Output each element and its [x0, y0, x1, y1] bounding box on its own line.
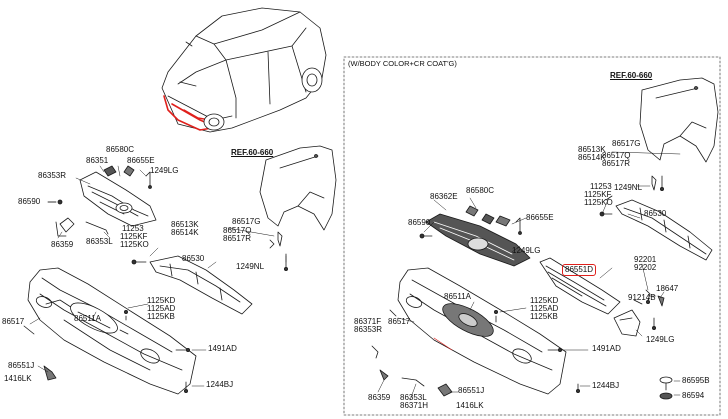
right-part-86594[interactable]: 86594: [682, 391, 705, 400]
right-part-86580C[interactable]: 86580C: [466, 186, 495, 195]
left-part-86517G[interactable]: 86517G: [232, 217, 261, 226]
right-radiator-grille-drawing: [419, 205, 531, 267]
left-part-1125KD[interactable]: 1125KD: [147, 296, 176, 305]
left-radiator-grille-drawing: [47, 165, 157, 237]
right-part-86517Q[interactable]: 86517Q: [602, 151, 631, 160]
right-part-11253[interactable]: 11253: [590, 182, 612, 191]
right-part-86517R[interactable]: 86517R: [602, 159, 631, 168]
right-part-86551D-highlighted[interactable]: 86551D: [562, 264, 597, 276]
left-part-1125KO[interactable]: 1125KO: [120, 240, 149, 249]
right-fender-drawing: [639, 77, 719, 163]
variant-box-title: (W/BODY COLOR+CR COAT'G): [348, 59, 457, 68]
right-part-91214B[interactable]: 91214B: [628, 293, 656, 302]
right-part-18647[interactable]: 18647: [656, 284, 679, 293]
left-part-1416LK[interactable]: 1416LK: [4, 374, 32, 383]
right-part-86655E[interactable]: 86655E: [526, 213, 554, 222]
right-ref-fender[interactable]: REF.60-660: [610, 71, 653, 80]
left-fender-drawing: [259, 145, 337, 231]
right-part-92201[interactable]: 92201: [634, 255, 657, 264]
right-part-86517G[interactable]: 86517G: [612, 139, 641, 148]
right-leader-lines: [377, 151, 681, 401]
left-part-1125KB[interactable]: 1125KB: [147, 312, 175, 321]
left-part-86511A[interactable]: 86511A: [74, 314, 101, 323]
left-front-bumper-drawing: [23, 267, 197, 395]
left-part-1249NL[interactable]: 1249NL: [236, 262, 265, 271]
right-part-1125KF[interactable]: 1125KF: [584, 190, 612, 199]
right-front-bumper-drawing: [371, 267, 581, 397]
car-overview-drawing: [161, 7, 327, 133]
right-part-1249LG[interactable]: 1249LG: [512, 246, 541, 255]
left-part-86590[interactable]: 86590: [18, 197, 41, 206]
right-part-86530[interactable]: 86530: [644, 209, 667, 218]
right-part-86590[interactable]: 86590: [408, 218, 431, 227]
right-part-1491AD[interactable]: 1491AD: [592, 344, 621, 353]
left-part-86514K[interactable]: 86514K: [171, 228, 199, 237]
right-part-1249LG-b[interactable]: 1249LG: [646, 335, 675, 344]
left-part-1491AD[interactable]: 1491AD: [208, 344, 237, 353]
right-part-1125KD[interactable]: 1125KD: [530, 296, 559, 305]
right-part-86353L[interactable]: 86353L: [400, 393, 427, 402]
left-part-86655E[interactable]: 86655E: [127, 156, 155, 165]
right-fasteners-drawing: [659, 376, 673, 400]
left-part-86530[interactable]: 86530: [182, 254, 205, 263]
right-part-1244BJ[interactable]: 1244BJ: [592, 381, 620, 390]
variant-box-frame: [343, 56, 721, 416]
left-part-86517Q[interactable]: 86517Q: [223, 226, 252, 235]
left-part-1244BJ[interactable]: 1244BJ: [206, 380, 234, 389]
right-part-86595B[interactable]: 86595B: [682, 376, 710, 385]
right-part-86371F[interactable]: 86371F: [354, 317, 382, 326]
right-part-86511A[interactable]: 86511A: [444, 292, 471, 301]
right-bumper-absorber-drawing: [599, 175, 713, 261]
left-part-86551J[interactable]: 86551J: [8, 361, 35, 370]
left-bumper-absorber-drawing: [131, 231, 288, 315]
right-fog-bracket-drawing: [613, 289, 665, 337]
left-part-1249LG[interactable]: 1249LG: [150, 166, 179, 175]
left-part-1125AD[interactable]: 1125AD: [147, 304, 176, 313]
right-part-86359[interactable]: 86359: [368, 393, 391, 402]
right-part-1125KB[interactable]: 1125KB: [530, 312, 558, 321]
left-part-86353L[interactable]: 86353L: [86, 237, 113, 246]
left-part-86513K[interactable]: 86513K: [171, 220, 199, 229]
right-part-86362E[interactable]: 86362E: [430, 192, 458, 201]
right-part-86371H[interactable]: 86371H: [400, 401, 429, 410]
left-part-86351[interactable]: 86351: [86, 156, 109, 165]
left-part-86353R[interactable]: 86353R: [38, 171, 67, 180]
left-part-86517R[interactable]: 86517R: [223, 234, 252, 243]
right-chrome-garnish-drawing: [539, 257, 621, 315]
right-part-86514K[interactable]: 86514K: [578, 153, 606, 162]
left-part-11253[interactable]: 11253: [122, 224, 144, 233]
right-part-1249NL[interactable]: 1249NL: [614, 183, 643, 192]
right-part-92202[interactable]: 92202: [634, 263, 657, 272]
right-part-86551J[interactable]: 86551J: [458, 386, 485, 395]
left-ref-fender[interactable]: REF.60-660: [231, 148, 274, 157]
left-part-1125KF[interactable]: 1125KF: [120, 232, 148, 241]
left-leader-lines: [29, 165, 287, 387]
right-part-86517[interactable]: 86517: [388, 317, 411, 326]
left-part-86517[interactable]: 86517: [2, 317, 25, 326]
right-part-1416LK[interactable]: 1416LK: [456, 401, 484, 410]
right-part-1125KO[interactable]: 1125KO: [584, 198, 613, 207]
right-part-1125AD[interactable]: 1125AD: [530, 304, 559, 313]
left-part-86580C[interactable]: 86580C: [106, 145, 135, 154]
right-part-86513K[interactable]: 86513K: [578, 145, 606, 154]
left-part-86359[interactable]: 86359: [51, 240, 74, 249]
right-part-86353R[interactable]: 86353R: [354, 325, 383, 334]
